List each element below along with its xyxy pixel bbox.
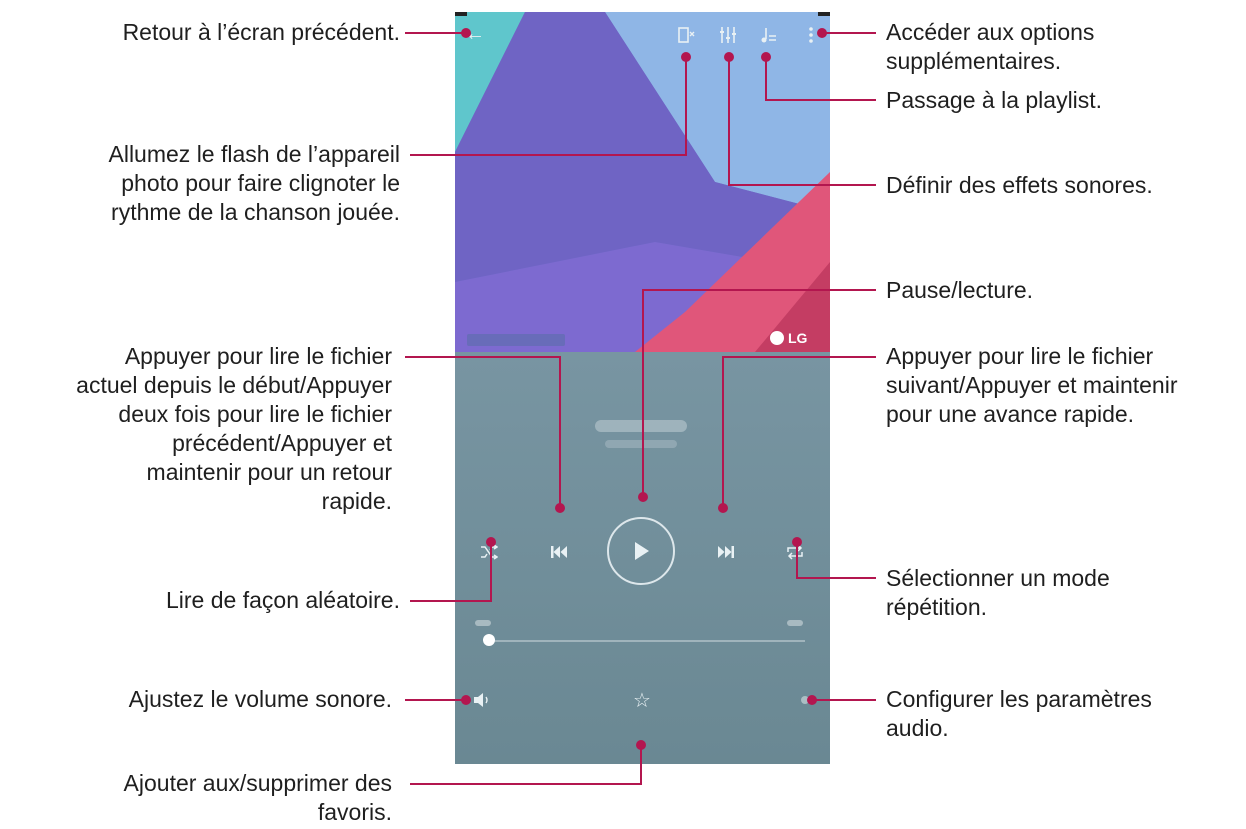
callout-sound-effects: Définir des effets sonores. <box>886 172 1153 198</box>
play-icon <box>635 542 649 560</box>
volume-icon[interactable] <box>470 688 494 712</box>
song-title-blurred <box>595 420 687 432</box>
callout-favorites: Ajouter aux/supprimer des favoris. <box>123 770 392 825</box>
play-button[interactable] <box>607 517 675 585</box>
more-vertical-icon[interactable] <box>801 24 821 46</box>
callout-back: Retour à l’écran précédent. <box>122 19 400 45</box>
shuffle-icon[interactable] <box>477 540 501 564</box>
callout-audio-settings: Configurer les paramètres audio. <box>886 686 1152 741</box>
skip-next-icon[interactable] <box>714 540 738 564</box>
seek-bar[interactable] <box>485 640 805 642</box>
equalizer-icon[interactable] <box>717 24 739 46</box>
repeat-icon[interactable] <box>783 540 807 564</box>
callout-play-pause: Pause/lecture. <box>886 277 1034 303</box>
settings-icon[interactable] <box>793 688 817 712</box>
star-icon[interactable]: ☆ <box>633 689 651 712</box>
callout-repeat: Sélectionner un mode répétition. <box>886 565 1110 620</box>
album-info-strip <box>467 334 565 346</box>
callout-more-options: Accéder aux options supplémentaires. <box>886 19 1095 74</box>
total-time-blurred <box>787 620 803 626</box>
brand-logo-text: LG <box>788 330 808 346</box>
artist-name-blurred <box>605 440 677 448</box>
back-arrow-icon[interactable]: ← <box>465 22 485 45</box>
flash-icon[interactable] <box>675 24 697 46</box>
callout-playlist: Passage à la playlist. <box>886 87 1103 113</box>
callout-volume: Ajustez le volume sonore. <box>128 686 392 712</box>
playlist-icon[interactable] <box>757 24 779 46</box>
skip-previous-icon[interactable] <box>547 540 571 564</box>
phone-screen: ← LG ☆ <box>455 12 830 764</box>
seek-bar-thumb[interactable] <box>483 634 495 646</box>
callout-shuffle: Lire de façon aléatoire. <box>166 587 400 613</box>
callout-flash: Allumez le flash de l’appareil photo pou… <box>108 141 401 225</box>
brand-logo: LG <box>770 330 807 346</box>
callout-next: Appuyer pour lire le fichier suivant/App… <box>886 343 1178 427</box>
album-art-background <box>455 12 830 764</box>
elapsed-time-blurred <box>475 620 491 626</box>
callout-previous: Appuyer pour lire le fichier actuel depu… <box>76 343 392 514</box>
